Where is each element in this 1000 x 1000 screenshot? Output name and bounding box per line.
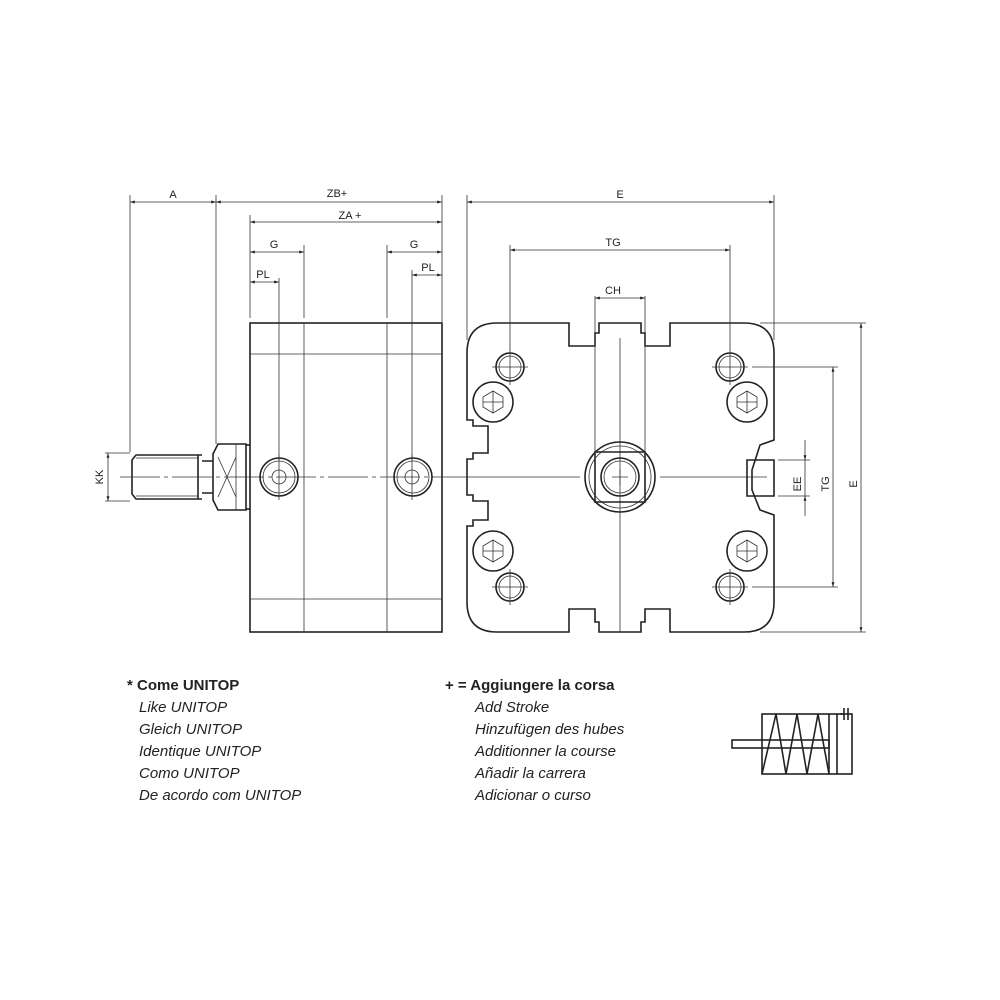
- dim-kk: KK: [94, 469, 106, 484]
- side-port: [746, 459, 775, 497]
- legend-stroke-title: + = Aggiungere la corsa: [445, 677, 615, 694]
- dim-e-side: E: [848, 480, 860, 487]
- tie-rod-holes: [492, 349, 748, 605]
- dim-za: ZA +: [339, 210, 362, 222]
- legend-stroke-line: Add Stroke: [475, 699, 550, 716]
- dim-g-right: G: [410, 239, 419, 251]
- dim-pl-right: PL: [421, 262, 434, 274]
- legend-unitop-line: Like UNITOP: [139, 699, 228, 716]
- legend-unitop-line: De acordo com UNITOP: [139, 787, 302, 804]
- dim-zb: ZB+: [327, 188, 347, 200]
- hex-screws: [472, 381, 768, 572]
- dim-ch: CH: [605, 285, 621, 297]
- legend-unitop-line: Como UNITOP: [139, 765, 240, 782]
- dim-tg-top: TG: [605, 237, 620, 249]
- dim-e-top: E: [616, 189, 623, 201]
- single-acting-cylinder-symbol: [731, 708, 853, 775]
- legend-stroke-line: Hinzufügen des hubes: [475, 721, 625, 738]
- legend-unitop-title: * Come UNITOP: [127, 677, 240, 694]
- dim-a: A: [169, 189, 177, 201]
- legend-unitop-line: Identique UNITOP: [139, 743, 262, 760]
- dim-ee: EE: [792, 477, 804, 492]
- front-view: E TG CH EE TG E: [466, 189, 866, 633]
- legend-stroke-line: Añadir la carrera: [475, 765, 586, 782]
- dim-tg-side: TG: [820, 476, 832, 491]
- legend-unitop-line: Gleich UNITOP: [139, 721, 243, 738]
- legend-unitop: * Come UNITOP Like UNITOP Gleich UNITOP …: [127, 675, 301, 807]
- port-right: [393, 455, 433, 500]
- legend-stroke: + = Aggiungere la corsa Add Stroke Hinzu…: [445, 675, 624, 807]
- port-left: [259, 455, 299, 500]
- piston-rod-end: [584, 441, 656, 513]
- dim-g-left: G: [270, 239, 279, 251]
- legend-stroke-line: Additionner la course: [475, 743, 616, 760]
- dim-pl-left: PL: [256, 269, 269, 281]
- legend-stroke-line: Adicionar o curso: [475, 787, 591, 804]
- side-view: A ZB+ ZA + G G PL PL KK: [94, 188, 470, 633]
